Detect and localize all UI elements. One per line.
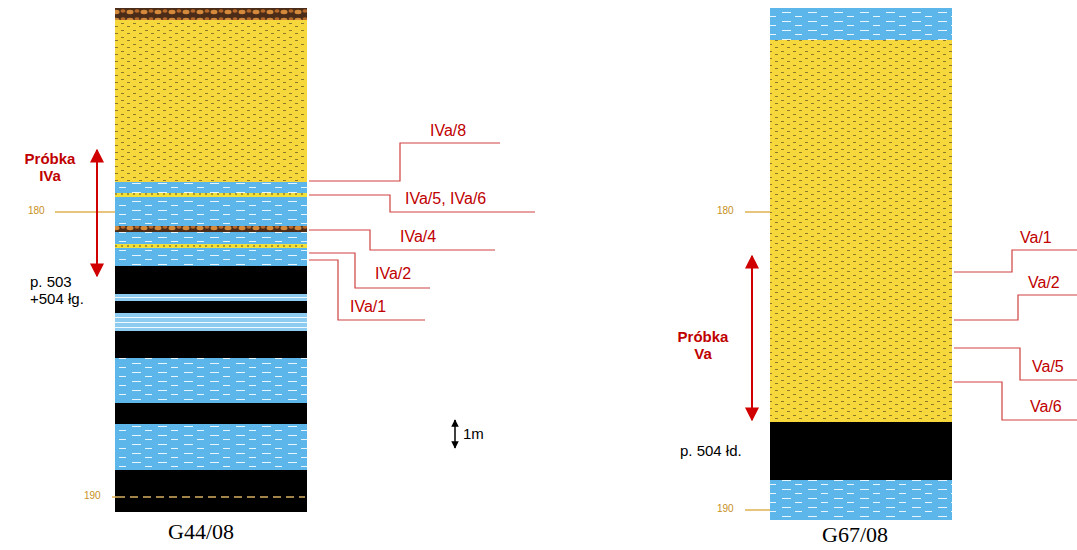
sample-number: IVa/2 <box>375 265 411 283</box>
depth-mark: 190 <box>717 503 734 515</box>
sample-number: IVa/5, IVa/6 <box>405 190 486 208</box>
sample-number: Va/1 <box>1020 229 1052 247</box>
borehole-column-left <box>55 8 307 512</box>
depth-mark: 180 <box>717 205 734 217</box>
sample-number: IVa/4 <box>400 228 436 246</box>
sample-number: Va/2 <box>1028 274 1060 292</box>
leader-lines-right <box>954 250 1077 420</box>
sample-label: Próbka Va <box>668 328 738 363</box>
borehole-column-right <box>745 8 952 520</box>
sample-range-arrow <box>751 256 753 420</box>
sample-label: Próbka IVa <box>15 150 85 185</box>
layer-label: p. 503 +504 łg. <box>30 273 106 308</box>
borehole-caption: G44/08 <box>168 521 234 543</box>
layer-label: p. 504 łd. <box>680 442 742 459</box>
sample-number: Va/6 <box>1030 398 1062 416</box>
scale-arrow <box>454 420 456 448</box>
depth-mark: 180 <box>28 205 45 217</box>
sample-range-arrow <box>96 150 98 276</box>
sample-number: Va/5 <box>1032 358 1064 376</box>
sample-number: IVa/8 <box>430 122 466 140</box>
leader-lines-left <box>309 143 535 320</box>
borehole-caption: G67/08 <box>822 524 888 546</box>
scale-label: 1m <box>463 425 484 442</box>
depth-mark: 190 <box>84 490 101 502</box>
sample-number: IVa/1 <box>350 298 386 316</box>
